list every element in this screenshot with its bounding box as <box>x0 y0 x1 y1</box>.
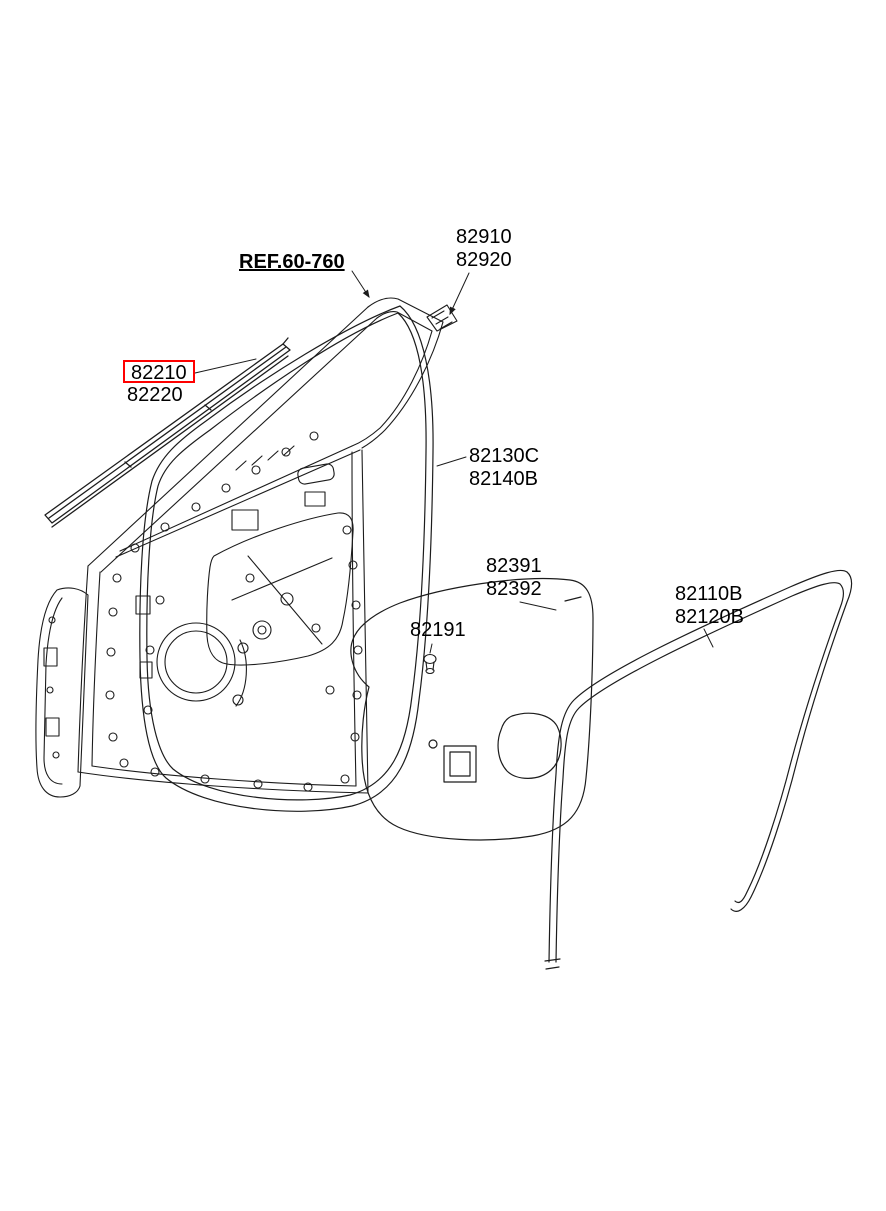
ref-leader-arrow <box>351 270 370 299</box>
leader-82191 <box>429 643 433 654</box>
callout-82191: 82191 <box>410 619 466 642</box>
callout-82110B-82120B: 82110B 82120B <box>675 583 744 629</box>
clip-drawing <box>423 653 437 675</box>
vapor-barrier-drawing <box>350 577 594 841</box>
door-panel-drawing <box>35 297 458 798</box>
callout-82910-82920: 82910 82920 <box>456 226 512 272</box>
part-number-82120B[interactable]: 82120B <box>675 606 744 628</box>
part-number-82920[interactable]: 82920 <box>456 249 512 271</box>
callout-82391-82392: 82391 82392 <box>486 555 542 601</box>
part-number-82210-highlighted[interactable]: 82210 <box>123 360 195 384</box>
leader-82130 <box>436 456 467 467</box>
glass-run-weatherstrip-drawing <box>544 569 853 970</box>
callout-82130C-82140B: 82130C 82140B <box>469 445 539 491</box>
leader-82391 <box>519 601 557 611</box>
leader-82210 <box>194 358 257 374</box>
leader-82910 <box>449 272 470 316</box>
part-number-82392[interactable]: 82392 <box>486 578 542 600</box>
part-number-82110B[interactable]: 82110B <box>675 583 743 605</box>
belt-molding-drawing <box>44 337 291 528</box>
part-number-82140B[interactable]: 82140B <box>469 468 538 490</box>
callout-82210-82220: 82210 82220 <box>123 360 195 407</box>
part-number-82391[interactable]: 82391 <box>486 555 542 577</box>
part-number-82130C[interactable]: 82130C <box>469 445 540 467</box>
part-number-82191[interactable]: 82191 <box>410 619 466 641</box>
door-opening-weatherstrip-drawing <box>139 305 434 812</box>
part-number-82910[interactable]: 82910 <box>456 226 512 248</box>
part-number-82220[interactable]: 82220 <box>127 384 183 406</box>
leader-82110 <box>703 628 714 648</box>
ref-60-760-link[interactable]: REF.60-760 <box>239 251 345 273</box>
leader-lines <box>194 270 714 654</box>
